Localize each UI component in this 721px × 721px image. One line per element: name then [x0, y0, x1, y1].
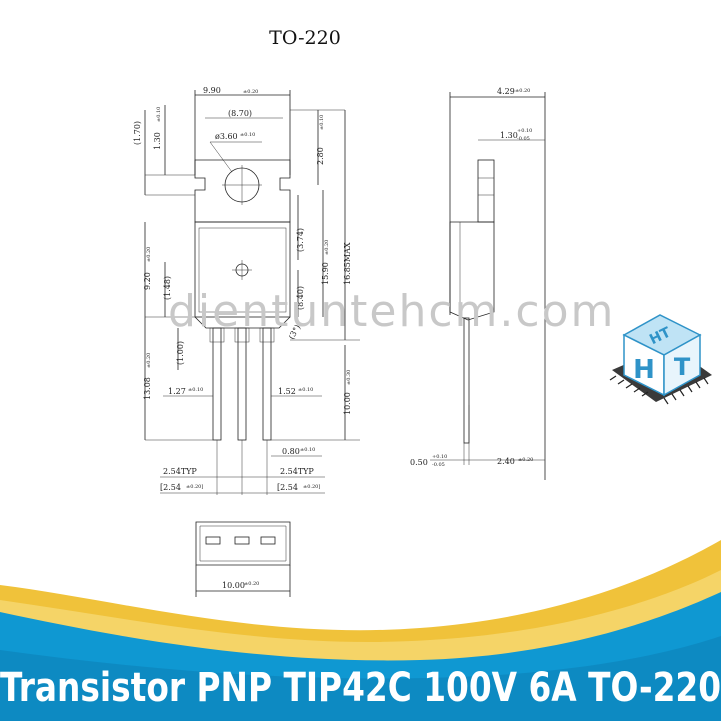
lead-thick-label: 0.80 [282, 447, 300, 456]
lead-straight-tol: ±0.30 [346, 370, 352, 385]
window-label: (1.48) [163, 276, 172, 300]
total-body-label: 15.90 [321, 262, 330, 285]
side-view: 4.29 ±0.20 1.30 +0.10 -0.05 0.50 +0.10 -… [410, 87, 546, 480]
pitch-typ-a: 2.54TYP [163, 467, 197, 476]
pitch-a-tol: ±0.20] [186, 484, 203, 490]
lead-width-a-tol: ±0.10 [188, 387, 203, 393]
watermark-text: dientuntehcm.com [168, 286, 615, 337]
lead-width-a-label: 1.27 [168, 387, 186, 396]
lead-straight-label: 10.00 [343, 392, 352, 415]
side-tab-thick-label: 1.30 [500, 131, 518, 140]
logo-letter-t: T [674, 353, 691, 381]
top-to-hole-label: 2.80 [316, 147, 325, 165]
bottom-banner [0, 540, 721, 721]
lead-thick-tol: ±0.10 [300, 447, 315, 453]
side-thickness-label: 4.29 [497, 87, 515, 96]
lead-shoulder-label: (1.00) [176, 341, 185, 365]
logo-letter-h: H [633, 355, 655, 385]
hole-dia-label: ø3.60 [215, 132, 238, 141]
top-to-hole-tol: ±0.10 [319, 115, 325, 130]
side-thickness-tol: ±0.20 [515, 88, 530, 94]
package-title: TO-220 [269, 27, 341, 49]
lead-length-label: 13.08 [143, 377, 152, 400]
bottom-width-label: 10.00 [222, 581, 245, 590]
body-height-tol: ±0.20 [146, 247, 152, 262]
brand-logo: H T HT [609, 314, 712, 405]
side-lead-thick-tol-minus: -0.05 [432, 462, 445, 468]
tab-offset-tol: ±0.10 [156, 107, 162, 122]
pitch-typ-b: 2.54TYP [280, 467, 314, 476]
pitch-b: [2.54 [277, 483, 298, 492]
side-offset-label: 2.40 [497, 457, 515, 466]
lead-width-b-label: 1.52 [278, 387, 296, 396]
total-body-tol: ±0.20 [324, 240, 330, 255]
lead-width-b-tol: ±0.10 [298, 387, 313, 393]
pitch-a: [2.54 [160, 483, 181, 492]
inner-b-label: (8.40) [296, 286, 305, 310]
tab-offset-label: 1.30 [153, 132, 162, 150]
max-height-label: 16.85MAX [343, 242, 352, 285]
bottom-view: 10.00 ±0.20 [195, 521, 291, 597]
tab-height-label: (1.70) [133, 121, 142, 145]
inner-a-label: (3.74) [296, 228, 305, 252]
hole-dia-tol: ±0.10 [240, 132, 255, 138]
pitch-b-tol: ±0.20] [303, 484, 320, 490]
front-inner-width-label: (8.70) [228, 109, 252, 118]
side-tab-thick-tol-minus: -0.05 [517, 136, 530, 142]
lead-length-tol: ±0.20 [146, 353, 152, 368]
bottom-width-tol: ±0.20 [244, 581, 259, 587]
side-offset-tol: ±0.20 [518, 457, 533, 463]
front-width-tol: ±0.20 [243, 89, 258, 95]
front-width-label: 9.90 [203, 86, 221, 95]
front-view: 9.90 ±0.20 (8.70) ø3.60 ±0.10 (1.70) [133, 86, 360, 495]
side-lead-thick-tol-plus: +0.10 [432, 454, 447, 460]
body-height-label: 9.20 [143, 272, 152, 290]
banner-title: Transistor PNP TIP42C 100V 6A TO-220 [0, 665, 721, 711]
side-tab-thick-tol-plus: +0.10 [517, 128, 532, 134]
side-lead-thick-label: 0.50 [410, 458, 428, 467]
